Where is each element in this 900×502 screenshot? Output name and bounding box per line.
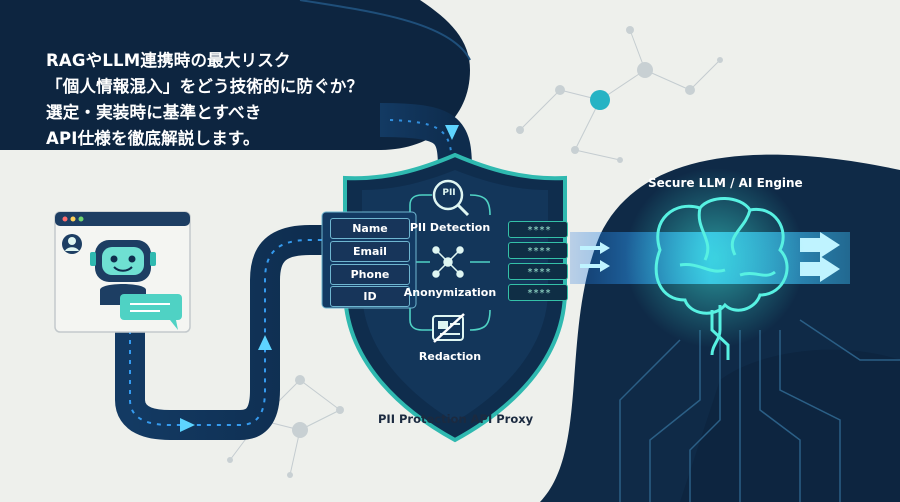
input-field-phone: Phone xyxy=(330,264,410,285)
headline-line-4: API仕様を徹底解説します。 xyxy=(46,129,260,148)
input-field-name: Name xyxy=(330,218,410,239)
bottom-right-dark xyxy=(680,349,900,502)
pii-detection-icon xyxy=(432,179,470,217)
beam-arrows xyxy=(580,232,840,282)
input-field-email: Email xyxy=(330,241,410,262)
headline-banner xyxy=(0,0,470,150)
step-redaction: Redaction xyxy=(418,350,482,363)
step-pii-detection: PII Detection xyxy=(409,221,491,234)
headline-line-2: 「個人情報混入」をどう技術的に防ぐか？ xyxy=(46,77,364,96)
step-anonymization: Anonymization xyxy=(403,286,497,299)
network-node-accent xyxy=(590,90,610,110)
shield-caption: PII Protection API Proxy xyxy=(378,412,534,426)
headline-line-3: 選定・実装時に基準とすべき xyxy=(46,103,262,122)
redaction-icon xyxy=(432,313,465,343)
brain-icon xyxy=(654,197,789,356)
anonymization-icon xyxy=(432,246,464,278)
masked-value-text: **** xyxy=(527,225,552,236)
masked-value: **** xyxy=(508,284,568,301)
masked-value-text: **** xyxy=(527,288,552,299)
masked-value: **** xyxy=(508,221,568,238)
input-field-id: ID xyxy=(330,286,410,307)
network-nodes xyxy=(227,26,723,478)
shield-flow-arrows xyxy=(409,194,491,331)
chat-bubble-icon xyxy=(120,294,182,330)
headline: RAGやLLM連携時の最大リスク 「個人情報混入」をどう技術的に防ぐか？ 選定・… xyxy=(46,48,363,152)
headline-line-1: RAGやLLM連携時の最大リスク xyxy=(46,51,291,70)
pii-badge: PII xyxy=(442,188,456,198)
masked-value: **** xyxy=(508,263,568,280)
masked-value-text: **** xyxy=(527,267,552,278)
engine-title: Secure LLM / AI Engine xyxy=(648,176,803,190)
circuit-lines xyxy=(619,319,900,502)
masked-value-text: **** xyxy=(527,246,552,257)
robot-avatar-icon xyxy=(90,240,156,305)
masked-value: **** xyxy=(508,242,568,259)
